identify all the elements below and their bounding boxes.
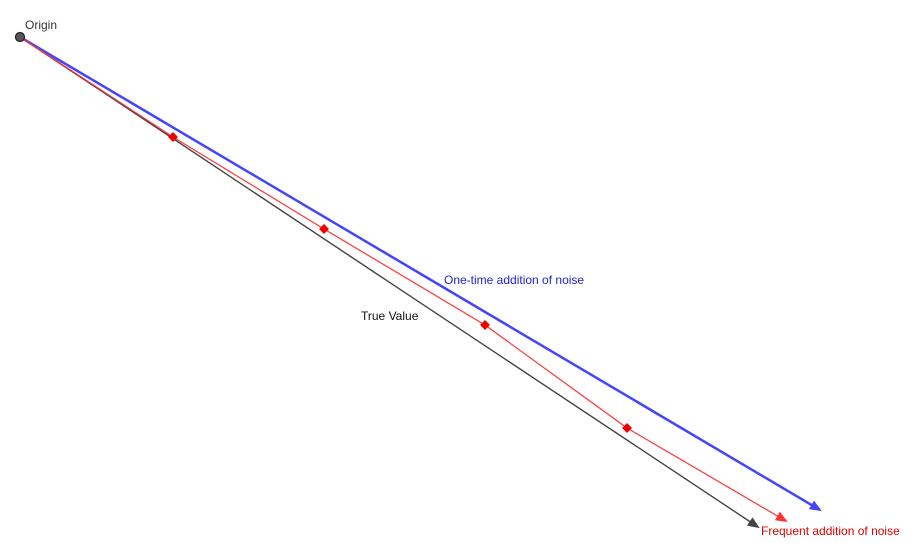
one-time-noise-arrow	[19, 35, 822, 512]
frequent-noise-label: Frequent addition of noise	[761, 524, 900, 538]
origin-label: Origin	[25, 18, 57, 32]
true-value-label: True Value	[361, 309, 419, 323]
origin-point	[14, 31, 26, 43]
noise-step-point	[168, 132, 178, 142]
one-time-noise-label: One-time addition of noise	[444, 273, 584, 287]
frequent-noise-arrow	[626, 427, 788, 523]
true-value-arrow	[19, 36, 760, 529]
frequent-noise-points	[168, 132, 632, 433]
noise-step-point	[480, 320, 490, 330]
noise-step-point	[319, 224, 329, 234]
noise-step-point	[622, 423, 632, 433]
